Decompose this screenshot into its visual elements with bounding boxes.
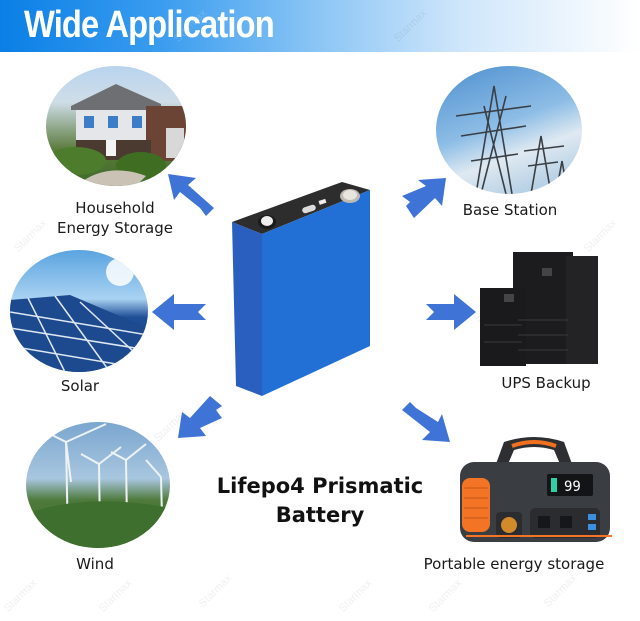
- portable-power-station-icon: 99: [460, 437, 612, 542]
- household-label: Household Energy Storage: [40, 198, 190, 238]
- prismatic-battery-icon: [232, 182, 370, 396]
- solar-image: [10, 250, 148, 372]
- watermark: Starmax: [336, 577, 375, 615]
- ups-image: [478, 250, 600, 368]
- solar-label: Solar: [60, 377, 100, 395]
- arrow-to-ups-icon: [426, 294, 476, 330]
- header-banner: Wide Application: [0, 0, 640, 52]
- base-station-label: Base Station: [462, 201, 558, 219]
- watermark: Starmax: [1, 577, 40, 615]
- battery-title: Lifepo4 Prismatic Battery: [200, 472, 440, 530]
- wind-image: [26, 422, 170, 548]
- base-station-image: [436, 66, 582, 194]
- watermark: Starmax: [541, 572, 580, 610]
- watermark: Starmax: [196, 572, 235, 610]
- arrow-to-base-station-icon: [402, 178, 446, 218]
- portable-image: 99: [452, 432, 616, 548]
- watermark: Starmax: [426, 577, 465, 615]
- arrow-to-solar-icon: [152, 294, 206, 330]
- watermark: Starmax: [96, 577, 135, 615]
- battery-title-line2: Battery: [275, 503, 365, 527]
- header-title: Wide Application: [24, 4, 275, 46]
- wind-label: Wind: [76, 555, 114, 573]
- arrow-to-household-icon: [168, 174, 214, 216]
- power-tower-icon: [455, 85, 569, 194]
- battery-image: [222, 176, 382, 398]
- power-display: 99: [564, 479, 581, 495]
- solar-panel-icon: [10, 258, 148, 372]
- arrow-to-wind-icon: [178, 396, 222, 438]
- battery-title-line1: Lifepo4 Prismatic: [216, 474, 424, 498]
- arrow-to-portable-icon: [402, 402, 450, 442]
- household-label-line2: Energy Storage: [57, 219, 173, 237]
- house-icon: [46, 84, 186, 186]
- ups-label: UPS Backup: [501, 374, 591, 392]
- portable-label: Portable energy storage: [423, 555, 605, 573]
- household-image: [46, 66, 186, 186]
- household-label-line1: Household: [75, 199, 155, 217]
- wind-turbine-icon: [26, 423, 170, 548]
- ups-cabinet-icon: [480, 252, 598, 366]
